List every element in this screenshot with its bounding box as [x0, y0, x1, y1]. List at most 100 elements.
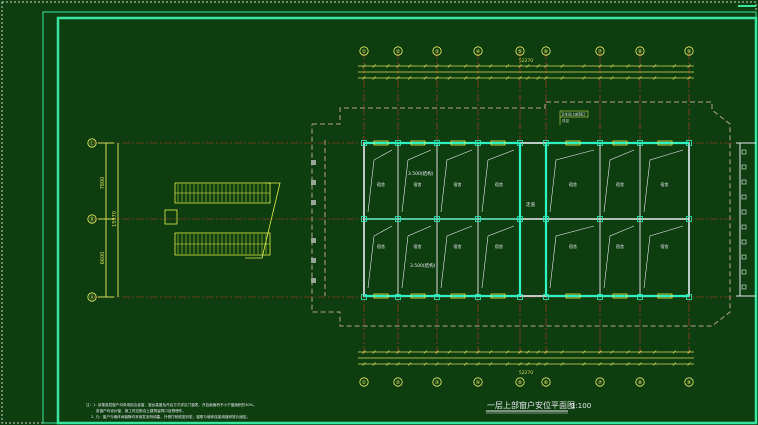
top-dim-chain-tick [423, 64, 428, 68]
room-sketch [603, 149, 635, 213]
top-dim-chain-tick [362, 64, 366, 68]
grid-bubble-bottom-label: ⑤ [518, 380, 522, 386]
bottom-dim-chain-tick [386, 350, 390, 354]
grid-bubble-bottom-label: ② [396, 380, 401, 386]
bottom-dim-total: 52270 [519, 370, 533, 376]
room-label: 宿舍 [616, 181, 624, 187]
bottom-dim-chain-2-tick [652, 362, 657, 366]
column [686, 294, 692, 300]
grid-bubble-bottom [684, 377, 694, 387]
grid-bubble-left [87, 292, 97, 302]
room-sketch [603, 225, 635, 289]
room-label: 宿舍 [569, 243, 577, 249]
callout-sub: 详见 [562, 118, 570, 123]
bottom-dim-chain-tick [518, 350, 522, 354]
elevation-lower: 3.500(结构) [410, 262, 436, 269]
window-marker [410, 293, 426, 299]
column [597, 140, 603, 146]
right-side-tick [741, 254, 747, 260]
top-dim-chain-tick [463, 64, 468, 68]
column [361, 294, 367, 300]
column [361, 216, 367, 222]
bottom-dim-chain-tick [672, 350, 677, 354]
grid-bubble-bottom-label: ⑥ [544, 380, 549, 386]
top-dim-chain-2-tick [435, 76, 439, 80]
grid-bubble-top-label: ① [362, 49, 367, 55]
bottom-dim-chain-tick [463, 350, 468, 354]
top-dim-chain-tick [447, 64, 452, 68]
room-sketch [440, 149, 473, 213]
grid-bubble-top [684, 46, 694, 56]
window-marker [450, 140, 466, 146]
bottom-dim-chain-2-tick [544, 362, 548, 366]
window-marker [565, 140, 581, 146]
side-column [311, 238, 316, 243]
dimension-chains [358, 64, 694, 366]
right-side-tick [741, 149, 747, 155]
column [597, 294, 603, 300]
room-label: 宿舍 [495, 243, 503, 249]
grid-bubble-bottom-label: ⑦ [598, 380, 603, 386]
top-dim-chain-tick [626, 64, 630, 68]
top-dim-chain-tick [476, 64, 480, 68]
bottom-dim-chain-2-tick [386, 362, 390, 366]
room-sketch [481, 225, 515, 289]
column [475, 140, 481, 146]
bottom-dim-chain-2-tick [463, 362, 468, 366]
grid-bubble-top-label: ⑤ [518, 49, 522, 55]
grid-bubble-top-label: ⑦ [598, 49, 603, 55]
top-dim-chain-tick [598, 64, 602, 68]
top-dim-chain-2-tick [626, 76, 630, 80]
top-dim-chain-2-tick [423, 76, 428, 80]
callout-text: 卫生间上部洞口 [561, 112, 586, 117]
room-sketch [643, 149, 684, 213]
bottom-dim-chain-2-tick [638, 362, 642, 366]
room-label: 宿舍 [377, 181, 385, 187]
window-marker [657, 293, 673, 299]
grid-bubble-top [515, 46, 525, 56]
bottom-dim-chain-2-tick [626, 362, 630, 366]
room-label: 宿舍 [377, 243, 385, 249]
bottom-dim-chain-tick [560, 350, 564, 354]
top-dim-chain-2-tick [687, 76, 691, 80]
room-sketch [643, 225, 684, 289]
top-dim-chain-tick [526, 64, 530, 68]
top-dim-chain-2-tick [610, 76, 614, 80]
bottom-dim-chain-2-tick [610, 362, 614, 366]
grid-bubble-top [359, 46, 369, 56]
right-side-tick [741, 164, 747, 170]
grid-bubble-top [393, 46, 403, 56]
top-dim-chain-2-tick [638, 76, 642, 80]
stair-treads [175, 184, 270, 254]
grid-bubble-bottom-label: ① [362, 380, 367, 386]
column [434, 216, 440, 222]
window-lines [364, 141, 689, 298]
callout [559, 110, 589, 125]
right-side-tick [741, 194, 747, 200]
top-dim-chain-tick [505, 64, 510, 68]
side-column [311, 278, 316, 283]
bottom-dim-chain-2-tick [447, 362, 452, 366]
notes-line-3: 2. 凡：窗户与墙体间缝隙均采用发泡剂填塞，外侧打耐候密封胶，窗框与墙体连接用镀… [91, 414, 250, 419]
room-sketch [481, 149, 515, 213]
top-dim-chain-2-tick [463, 76, 468, 80]
grid-bubble-top [473, 46, 483, 56]
top-dim-chain-tick [638, 64, 642, 68]
top-dim-chain-tick [407, 64, 412, 68]
room-label: 宿舍 [661, 181, 669, 187]
top-dim-chain-tick [386, 64, 390, 68]
top-dim-chain-tick [488, 64, 493, 68]
room-label: 宿舍 [495, 181, 503, 187]
top-dim-chain-tick [518, 64, 522, 68]
top-dim-chain-tick [536, 64, 540, 68]
right-side-tick [741, 284, 747, 290]
room-label: 宿舍 [414, 181, 422, 187]
sheet-inner-frame [56, 16, 758, 425]
room-sketch-lines [367, 149, 684, 289]
column [395, 216, 401, 222]
bottom-dim-chain-tick [505, 350, 510, 354]
column [543, 216, 549, 222]
grid-bubble-left [87, 214, 97, 224]
top-dim-chain-tick [652, 64, 657, 68]
bottom-dim-chain-tick [687, 350, 691, 354]
